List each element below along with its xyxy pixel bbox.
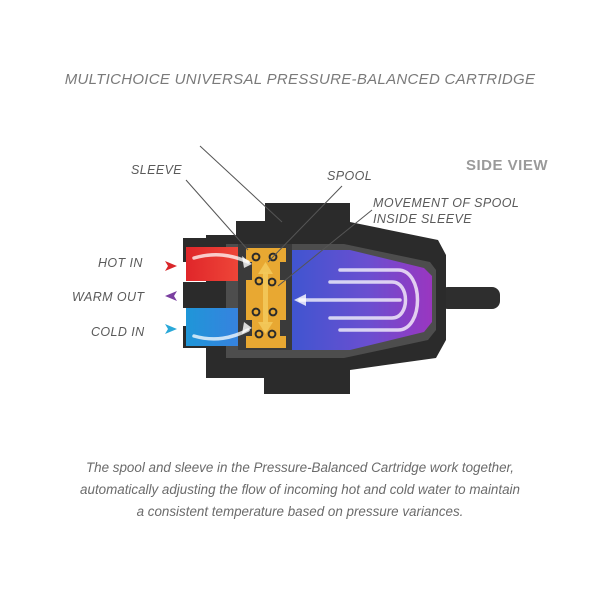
caption-line-3: a consistent temperature based on pressu… [136,504,464,519]
diagram-title: MULTICHOICE UNIVERSAL PRESSURE-BALANCED … [64,71,536,88]
cold-in-arrow-icon [165,324,177,334]
warm-out-arrow-icon [165,291,177,301]
spool-holes [251,252,278,339]
movement-label-line2: INSIDE SLEEVE [373,212,472,226]
warm-out-label: WARM OUT [72,290,145,304]
hot-in-label: HOT IN [98,256,143,270]
caption-line-1: The spool and sleeve in the Pressure-Bal… [86,460,514,475]
hot-channel [186,247,246,281]
inlet-divider [183,282,223,308]
leader-lines [185,145,373,287]
movement-label-line1: MOVEMENT OF SPOOL [373,196,520,210]
diagram-caption: The spool and sleeve in the Pressure-Bal… [20,457,580,523]
hot-in-arrow-icon [165,261,177,271]
caption-line-2: automatically adjusting the flow of inco… [80,482,520,497]
flow-arrows [192,253,420,341]
cartridge-stem [440,287,500,309]
sleeve-label: SLEEVE [131,163,183,177]
side-view-label: SIDE VIEW [466,157,549,174]
cold-in-label: COLD IN [91,325,145,339]
flow-arrowheads [242,256,306,334]
spool-label: SPOOL [327,169,373,183]
spool-movement-arrow [258,262,273,334]
